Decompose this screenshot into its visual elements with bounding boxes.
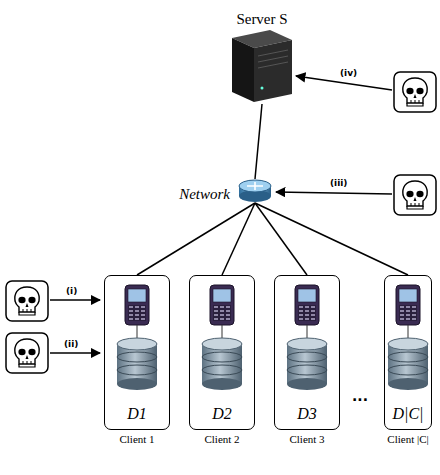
- attack-label: (iii): [330, 178, 347, 188]
- client-name: Client 1: [119, 433, 154, 445]
- node-title: Server S: [236, 11, 287, 28]
- network-link: [137, 203, 255, 275]
- attack-skulls: [6, 72, 436, 373]
- ellipsis: ...: [352, 388, 368, 404]
- attack-label: (i): [66, 286, 77, 296]
- node-title: D1: [127, 405, 147, 423]
- client-name: Client 2: [204, 433, 239, 445]
- router-icon: [239, 180, 271, 202]
- client-box: D1Client 1: [104, 275, 170, 430]
- client-box: D2Client 2: [189, 275, 255, 430]
- network-link: [255, 203, 307, 275]
- network-link: [255, 104, 262, 179]
- attack-label: (ii): [64, 339, 78, 349]
- node-title: Network: [179, 186, 230, 203]
- client-box: D3Client 3: [274, 275, 340, 430]
- client-devices: [117, 285, 428, 390]
- client-box: D|C|Client |C|: [384, 275, 432, 430]
- node-title: D2: [212, 405, 232, 423]
- client-name: Client |C|: [387, 433, 428, 445]
- network-link: [255, 203, 408, 275]
- attack-label: (iv): [340, 68, 357, 78]
- server-icon: [232, 30, 292, 102]
- node-title: D|C|: [392, 405, 423, 423]
- server-node: Server S: [230, 30, 294, 104]
- node-title: D3: [297, 405, 317, 423]
- network-link: [222, 203, 255, 275]
- client-name: Client 3: [289, 433, 324, 445]
- network-node: Network: [238, 179, 272, 203]
